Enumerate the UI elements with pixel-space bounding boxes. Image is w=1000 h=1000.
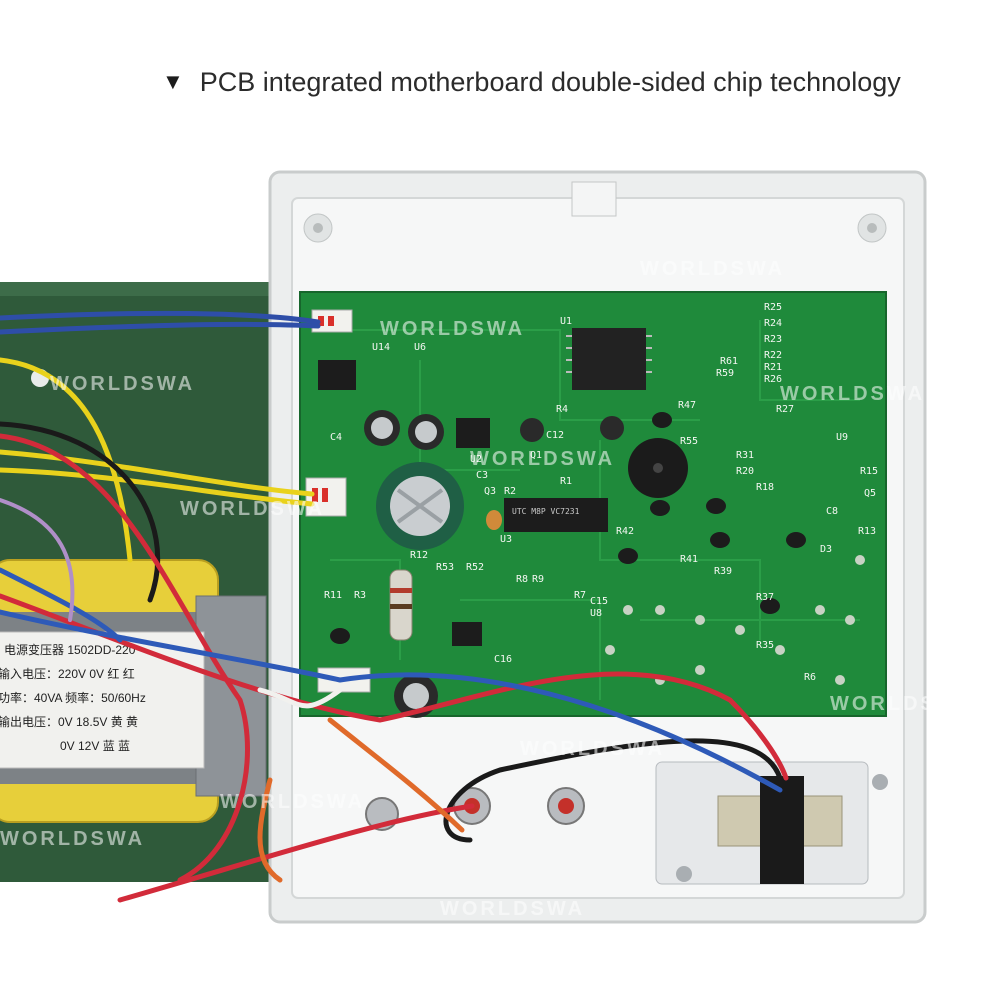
pcb-label: R26 xyxy=(764,374,782,385)
pcb-label: R39 xyxy=(714,566,732,577)
pcb-label: R18 xyxy=(756,482,774,493)
pcb-label: R2 xyxy=(504,486,516,497)
chip-marking: UTC M8P VC7231 xyxy=(512,507,580,516)
transformer-label xyxy=(0,631,205,769)
mcu-chip xyxy=(572,328,646,390)
transformer-label-line: 0V 12V 蓝 蓝 xyxy=(60,739,130,753)
pcb-label: R6 xyxy=(804,672,816,683)
pcb-label: R59 xyxy=(716,368,734,379)
watermark: WORLDSWA xyxy=(520,738,665,760)
capacitor xyxy=(600,416,624,440)
pcb-label: Q1 xyxy=(530,450,542,461)
pcb-label: R9 xyxy=(532,574,544,585)
watermark: WORLDSWA xyxy=(290,13,435,35)
caption-text: PCB integrated motherboard double-sided … xyxy=(199,66,901,97)
watermark: WORLDSWA xyxy=(780,383,925,405)
capacitor xyxy=(520,418,544,442)
caption: ▼ PCB integrated motherboard double-side… xyxy=(162,60,901,104)
pcb-label: U6 xyxy=(414,342,426,353)
pcb-label: U8 xyxy=(590,608,602,619)
pcb-label: U14 xyxy=(372,342,390,353)
transformer-label-line: 电源变压器 1502DD-220 xyxy=(4,642,136,657)
pcb-label: R53 xyxy=(436,562,454,573)
watermark: WORLDSWA xyxy=(830,693,975,715)
pcb-label: C12 xyxy=(546,430,564,441)
pcb-label: R4 xyxy=(556,404,568,415)
pcb-label: R7 xyxy=(574,590,586,601)
watermark: WORLDSWA xyxy=(470,448,615,470)
pcb-label: R27 xyxy=(776,404,794,415)
transformer-label-line: 输出电压：0V 18.5V 黄 黄 xyxy=(0,714,138,729)
pcb-label: R22 xyxy=(764,350,782,361)
watermark: WORLDSWA xyxy=(220,791,365,813)
pcb-label: R31 xyxy=(736,450,754,461)
transformer-label-line: 输入电压：220V 0V 红 红 xyxy=(0,666,135,681)
pcb-label: R47 xyxy=(678,400,696,411)
wire-yellow xyxy=(0,449,315,497)
watermark: WORLDSWA xyxy=(380,318,525,340)
watermark: WORLDSWA xyxy=(0,828,145,850)
watermark: WORLDSWA xyxy=(640,258,785,280)
pcb-label: R41 xyxy=(680,554,698,565)
pcb-label: R11 xyxy=(324,590,342,601)
pcb-label: R20 xyxy=(736,466,754,477)
pcb-label: R8 xyxy=(516,574,528,585)
pcb-label: R55 xyxy=(680,436,698,447)
pcb-label: R1 xyxy=(560,476,572,487)
pcb-label: R52 xyxy=(466,562,484,573)
pcb-label: R13 xyxy=(858,526,876,537)
driver-chip xyxy=(504,498,608,532)
pcb-label: Q5 xyxy=(864,488,876,499)
pcb-label: C4 xyxy=(330,432,342,443)
pcb-label: R24 xyxy=(764,318,782,329)
pcb-label: C8 xyxy=(826,506,838,517)
pcb-label: R21 xyxy=(764,362,782,373)
pcb-label: R42 xyxy=(616,526,634,537)
pcb-label: R25 xyxy=(764,302,782,313)
wire-red xyxy=(0,433,250,883)
pcb-label: D3 xyxy=(820,544,832,555)
wire-black xyxy=(0,421,161,603)
pcb-label: U1 xyxy=(560,316,572,327)
wire-blue xyxy=(0,310,321,325)
pcb-label: R3 xyxy=(354,590,366,601)
pcb-label: R37 xyxy=(756,592,774,603)
pcb-label: C15 xyxy=(590,596,608,607)
pcb-label: U9 xyxy=(836,432,848,443)
pcb-label: Q3 xyxy=(484,486,496,497)
pcb-label: U2 xyxy=(470,454,482,465)
transformer-label-line: 功率：40VA 频率：50/60Hz xyxy=(0,690,146,705)
pcb-label: C16 xyxy=(494,654,512,665)
pcb-label: R61 xyxy=(720,356,738,367)
watermark: WORLDSWA xyxy=(50,373,195,395)
watermark: WORLDSWA xyxy=(180,498,325,520)
hall-sensor xyxy=(760,776,804,884)
pcb-label: U3 xyxy=(500,534,512,545)
triangle-marker-icon: ▼ xyxy=(162,69,184,94)
pcb-label: C3 xyxy=(476,470,488,481)
pcb-label: R15 xyxy=(860,466,878,477)
pcb-label: R23 xyxy=(764,334,782,345)
pcb-label: R35 xyxy=(756,640,774,651)
pcb-label: R12 xyxy=(410,550,428,561)
watermark: WORLDSWA xyxy=(440,898,585,920)
